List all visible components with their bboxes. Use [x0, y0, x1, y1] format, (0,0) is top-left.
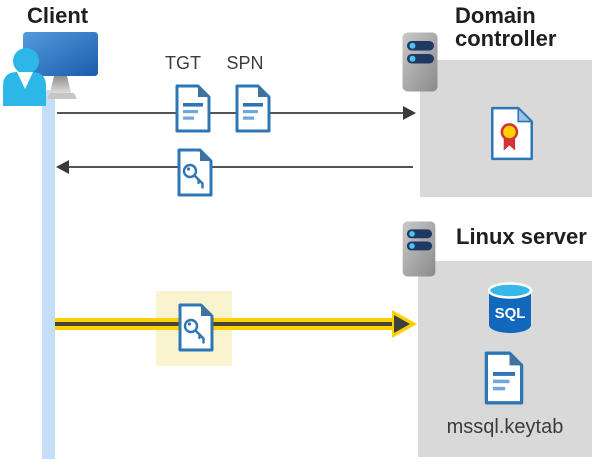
response-arrowhead-icon	[56, 160, 69, 174]
client-workstation-icon	[3, 30, 99, 106]
auth-arrow-band	[55, 318, 393, 330]
client-timeline-bar	[42, 90, 55, 459]
client-label: Client	[27, 3, 89, 28]
response-arrow-line	[69, 166, 413, 168]
spn-ticket-icon	[234, 84, 272, 133]
request-arrow-line	[57, 112, 405, 114]
key-ticket-highlighted-icon	[177, 303, 215, 352]
sql-database-text: SQL	[495, 305, 526, 322]
tgt-label: TGT	[165, 53, 201, 73]
auth-arrow-core-line	[55, 322, 393, 326]
certificate-icon	[489, 106, 535, 161]
domain-controller-label: Domain controller	[455, 3, 557, 51]
sql-database-icon: SQL	[487, 282, 533, 334]
keytab-file-label: mssql.keytab	[446, 416, 564, 438]
auth-arrowhead-inner-icon	[394, 315, 410, 333]
request-arrowhead-icon	[403, 106, 416, 120]
domain-controller-server-icon	[402, 32, 438, 92]
tgt-ticket-icon	[174, 84, 212, 133]
linux-server-label: Linux server	[456, 224, 587, 249]
keytab-file-icon	[483, 351, 525, 405]
spn-label: SPN	[226, 53, 264, 73]
key-ticket-icon	[176, 148, 214, 197]
linux-server-icon	[402, 221, 436, 277]
